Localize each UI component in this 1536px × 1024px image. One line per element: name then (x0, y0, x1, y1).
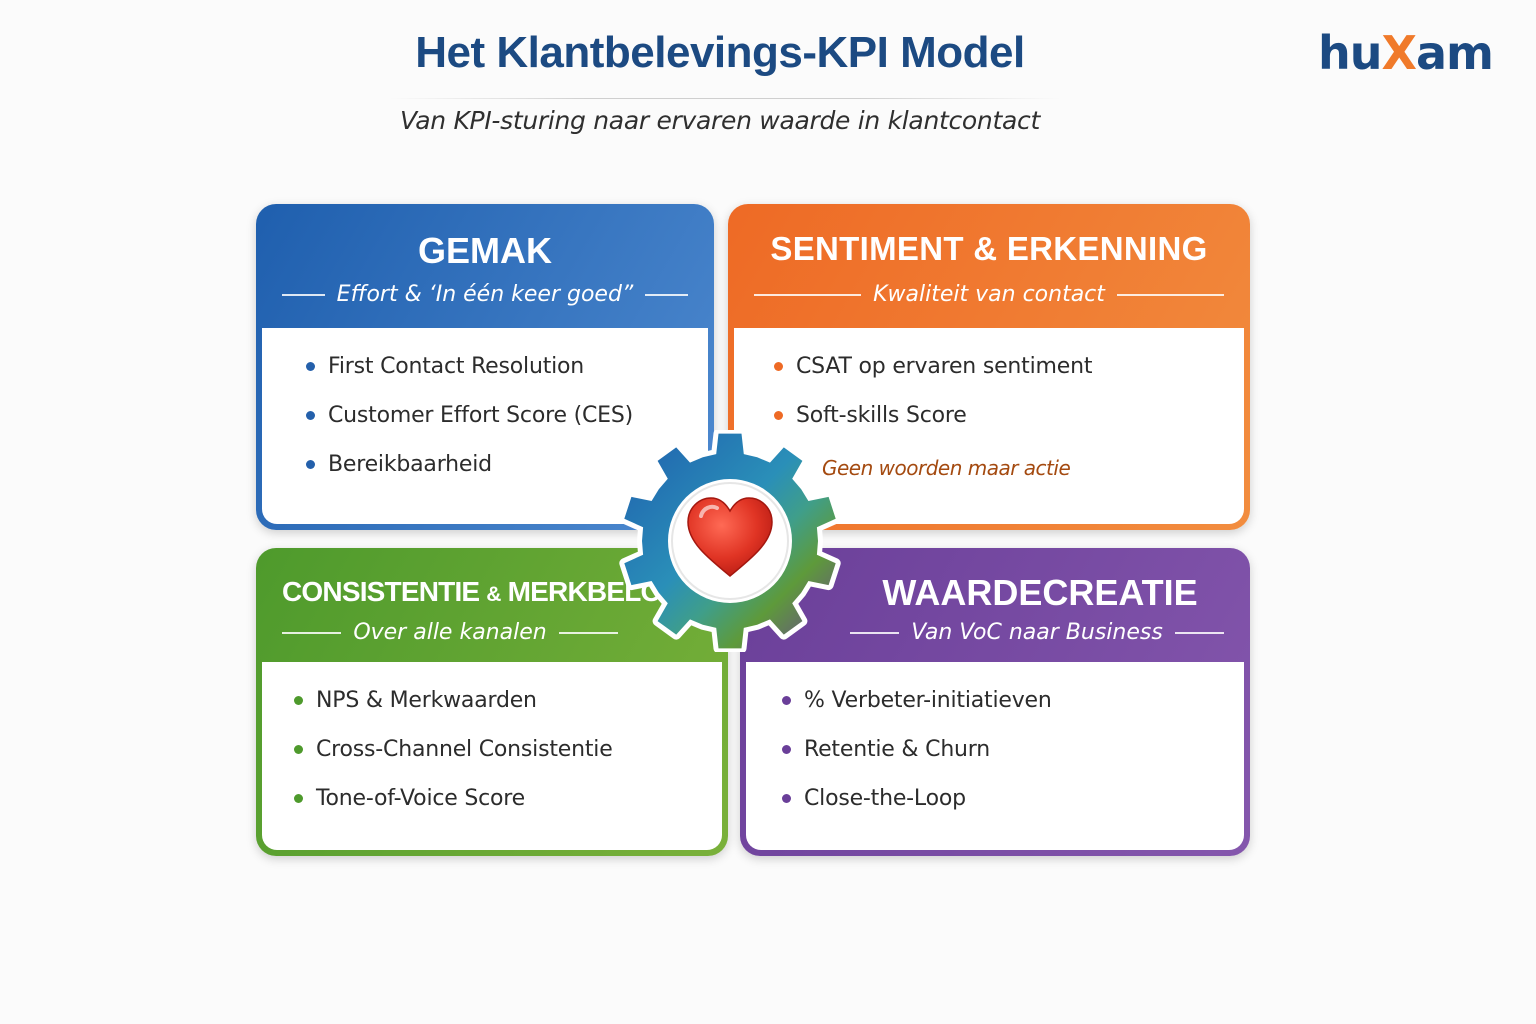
list-item-label: Customer Effort Score (CES) (328, 403, 633, 428)
list-item-label: Cross-Channel Consistentie (316, 737, 613, 762)
list-item-label: NPS & Merkwaarden (316, 688, 537, 713)
quadrant-subtitle: Van VoC naar Business (911, 620, 1163, 645)
divider-line (850, 631, 900, 634)
quadrant-title: WAARDECREATIE (882, 572, 1198, 613)
heart-icon (687, 497, 773, 577)
quadrant-title: SENTIMENT & ERKENNING (770, 230, 1208, 267)
bullet-icon (782, 745, 791, 754)
list-item-label: Retentie & Churn (804, 737, 991, 762)
bullet-icon (294, 794, 303, 803)
list-item: Bereikbaarheid (306, 452, 492, 477)
bullet-icon (774, 362, 783, 371)
logo-text-am: am (1415, 26, 1494, 80)
list-item: Soft-skills Score (774, 403, 967, 428)
page-title: Het Klantbelevings-KPI Model (415, 28, 1025, 77)
divider-line (558, 631, 619, 634)
quadrant-sentiment-erkenning: SENTIMENT & ERKENNING Kwaliteit van cont… (728, 204, 1250, 530)
list-item: % Verbeter-initiatieven (782, 688, 1052, 713)
list-item: First Contact Resolution (306, 354, 584, 379)
bullet-icon (782, 794, 791, 803)
gear-heart-svg (619, 428, 841, 654)
bullet-icon (782, 696, 791, 705)
divider-line (282, 631, 342, 634)
quadrant-waardecreatie: WAARDECREATIE Van VoC naar Business % Ve… (740, 548, 1250, 856)
list-item-label: Bereikbaarheid (328, 452, 492, 477)
divider-line (754, 293, 862, 296)
bullet-icon (294, 745, 303, 754)
list-item: Customer Effort Score (CES) (306, 403, 633, 428)
list-item: CSAT op ervaren sentiment (774, 354, 1092, 379)
gear-heart-icon (604, 428, 856, 654)
list-item-label: First Contact Resolution (328, 354, 585, 379)
bullet-icon (306, 362, 315, 371)
quadrant-note: Geen woorden maar actie (822, 456, 1071, 480)
quadrant-body: First Contact Resolution Customer Effort… (262, 328, 708, 524)
list-item: Retentie & Churn (782, 737, 990, 762)
list-item-label: % Verbeter-initiatieven (804, 688, 1052, 713)
list-item-label: Soft-skills Score (796, 403, 967, 428)
quadrant-body: % Verbeter-initiatieven Retentie & Churn… (746, 662, 1244, 850)
page-subtitle: Van KPI-sturing naar ervaren waarde in k… (400, 106, 1040, 135)
list-item-label: Close-the-Loop (804, 786, 966, 811)
bullet-icon (306, 411, 315, 420)
quadrant-body: CSAT op ervaren sentiment Soft-skills Sc… (734, 328, 1244, 524)
quadrant-title-main: CONSISTENTIE (282, 576, 480, 607)
subtitle-divider (390, 98, 1060, 99)
quadrant-gemak: GEMAK Effort & ‘In één keer goed” First … (256, 204, 714, 530)
quadrant-subtitle-row: Van VoC naar Business (850, 620, 1224, 645)
list-item: Tone-of-Voice Score (294, 786, 525, 811)
huxam-logo: huXam (1318, 26, 1494, 80)
list-item: Cross-Channel Consistentie (294, 737, 613, 762)
quadrant-body: NPS & Merkwaarden Cross-Channel Consiste… (262, 662, 722, 850)
list-item: Close-the-Loop (782, 786, 966, 811)
quadrant-title-amp: & (486, 583, 501, 606)
divider-line (1174, 631, 1224, 634)
bullet-icon (306, 460, 315, 469)
divider-line (645, 293, 688, 296)
quadrant-consistentie-merkbelofte: CONSISTENTIE & MERKBELOFTE Over alle kan… (256, 548, 728, 856)
list-item: NPS & Merkwaarden (294, 688, 537, 713)
divider-line (282, 293, 325, 296)
quadrant-subtitle-row: Effort & ‘In één keer goed” (282, 282, 688, 307)
quadrant-subtitle: Over alle kanalen (353, 620, 547, 645)
quadrant-subtitle: Kwaliteit van contact (873, 282, 1105, 307)
quadrant-subtitle: Effort & ‘In één keer goed” (336, 282, 634, 307)
quadrant-subtitle-row: Over alle kanalen (282, 620, 619, 645)
bullet-icon (294, 696, 303, 705)
list-item-label: Tone-of-Voice Score (316, 786, 525, 811)
list-item-label: CSAT op ervaren sentiment (796, 354, 1093, 379)
logo-text-x: X (1381, 26, 1417, 80)
bullet-icon (774, 411, 783, 420)
divider-line (1116, 293, 1225, 296)
logo-text-hu: hu (1318, 26, 1382, 80)
quadrant-title: GEMAK (418, 230, 552, 271)
quadrant-subtitle-row: Kwaliteit van contact (754, 282, 1225, 307)
heart-highlight (699, 504, 719, 518)
